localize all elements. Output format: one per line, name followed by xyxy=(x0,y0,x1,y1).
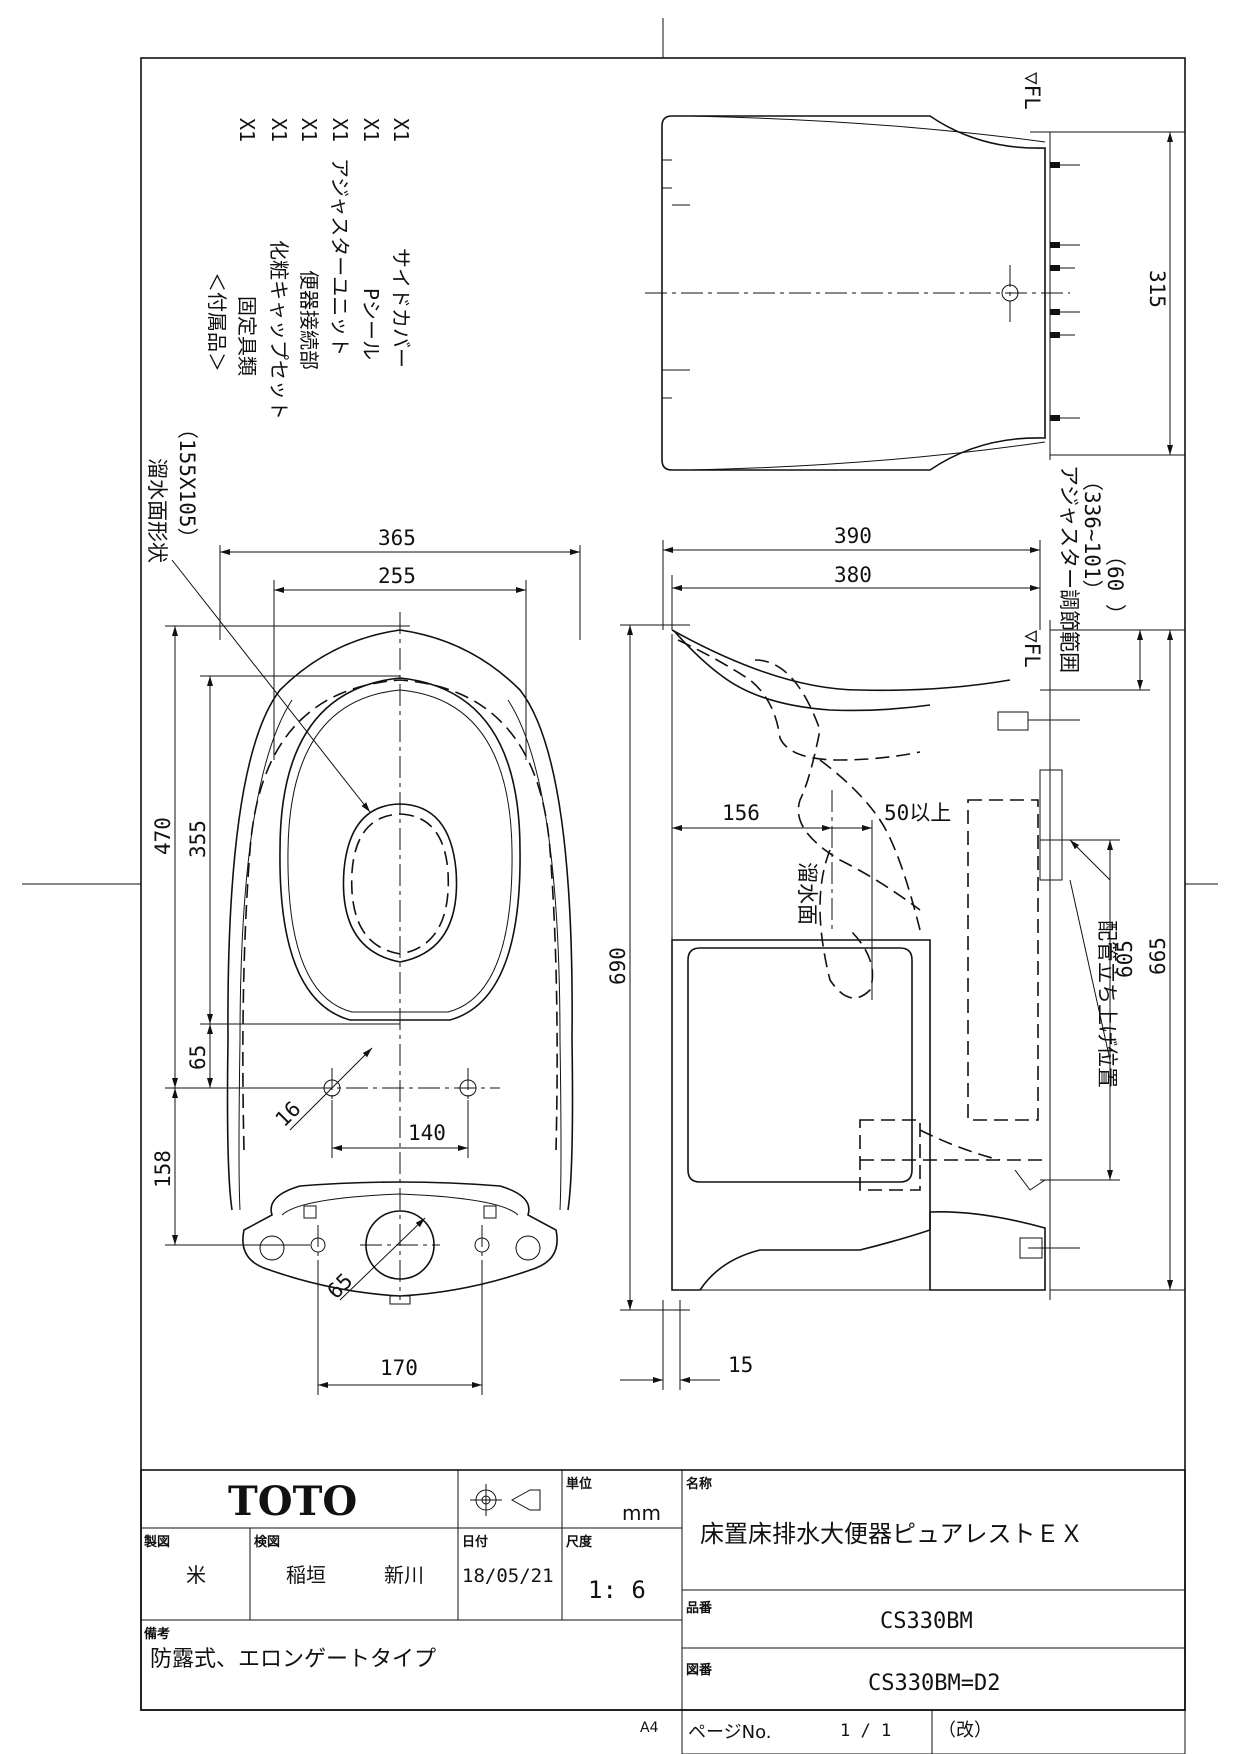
dim-170: 170 xyxy=(380,1356,418,1380)
side-view: 溜水面 配管立ち上げ位置 アジャスター調節範囲 （336~101） （60 ） … xyxy=(606,465,1185,1390)
drawn-value: 米 xyxy=(186,1563,206,1587)
accessories-list: ＜付属品＞ 固定具類 化粧キャップセット 便器接続部 アジャスターユニット Pシ… xyxy=(205,118,413,420)
page-value: 1 / 1 xyxy=(840,1721,891,1741)
dim-158: 158 xyxy=(151,1150,175,1188)
min50-label: 50以上 xyxy=(884,801,951,825)
dim-65-a: 65 xyxy=(186,1045,210,1070)
water-surface-size-label: （155X105） xyxy=(175,418,199,549)
dim-315: 315 xyxy=(1145,270,1169,308)
product-name: 床置床排水大便器ピュアレストＥＸ xyxy=(700,1520,1084,1548)
accessory-item-3: 便器接続部 xyxy=(297,270,321,370)
title-block: TOTO 単位 mm 名称 床置床排水大便器ピュアレストＥＸ 製図 米 検図 稲… xyxy=(140,1469,1186,1754)
checked-label: 検図 xyxy=(254,1534,280,1550)
dim-690: 690 xyxy=(606,947,630,985)
dim-255: 255 xyxy=(378,564,416,588)
sixty-label: （60 ） xyxy=(1103,545,1127,625)
accessory-item-1: 固定具類 xyxy=(235,296,259,376)
drawing-label: 図番 xyxy=(686,1662,713,1678)
dim-470: 470 xyxy=(151,817,175,855)
unit-label: 単位 xyxy=(566,1476,592,1492)
dim-665: 665 xyxy=(1146,937,1170,975)
accessory-item-6: サイドカバー xyxy=(389,248,413,368)
dim-16: 16 xyxy=(271,1097,306,1132)
dim-140: 140 xyxy=(408,1121,446,1145)
fl-label-side: ▽FL xyxy=(1020,630,1044,668)
accessory-qty-2: X1 xyxy=(267,118,291,142)
date-label: 日付 xyxy=(462,1534,488,1550)
unit-value: mm xyxy=(622,1501,661,1525)
adjuster-values-label: （336~101） xyxy=(1080,470,1104,601)
drawn-label: 製図 xyxy=(143,1534,170,1550)
dim-65-b: 65 xyxy=(323,1269,358,1304)
remarks-value: 防露式、エロンゲートタイプ xyxy=(150,1647,436,1672)
accessory-qty-3: X1 xyxy=(297,118,321,142)
part-label: 品番 xyxy=(686,1600,713,1616)
dim-365: 365 xyxy=(378,526,416,550)
accessory-qty-4: X1 xyxy=(328,118,352,142)
checked-value-1: 稲垣 xyxy=(286,1563,326,1587)
plan-view: 溜水面形状 （155X105） 365 255 470 355 65 158 1… xyxy=(145,418,581,1395)
brand-logo: TOTO xyxy=(228,1478,357,1525)
scale-label: 尺度 xyxy=(566,1534,593,1550)
accessory-item-5: Pシール xyxy=(359,288,383,360)
dim-355: 355 xyxy=(186,820,210,858)
date-value: 18/05/21 xyxy=(462,1565,554,1587)
accessory-qty-1: X1 xyxy=(235,118,259,142)
dim-390: 390 xyxy=(834,524,872,548)
remarks-label: 備考 xyxy=(144,1626,170,1642)
dim-605: 605 xyxy=(1113,940,1137,978)
water-surface-label: 溜水面 xyxy=(795,862,819,925)
part-number: CS330BM xyxy=(880,1609,973,1634)
drawing-number: CS330BM=D2 xyxy=(868,1671,1000,1696)
accessory-qty-6: X1 xyxy=(389,118,413,142)
paper-size: A4 xyxy=(640,1720,659,1736)
water-surface-shape-label: 溜水面形状 xyxy=(145,458,169,563)
accessory-item-4: アジャスターユニット xyxy=(328,158,352,356)
revision-label: （改） xyxy=(938,1720,992,1741)
dim-15: 15 xyxy=(728,1353,753,1377)
accessory-item-2: 化粧キャップセット xyxy=(267,240,291,420)
dim-380: 380 xyxy=(834,563,872,587)
accessory-qty-5: X1 xyxy=(359,118,383,142)
scale-value: 1: 6 xyxy=(588,1576,646,1604)
checked-value-2: 新川 xyxy=(384,1563,424,1587)
rear-view: ▽FL 315 xyxy=(645,72,1185,471)
page-label: ページNo. xyxy=(688,1722,772,1743)
dim-156: 156 xyxy=(722,801,760,825)
fl-label-top: ▽FL xyxy=(1020,72,1044,110)
accessories-heading: ＜付属品＞ xyxy=(205,272,229,372)
adjuster-range-label: アジャスター調節範囲 xyxy=(1057,465,1081,673)
name-label: 名称 xyxy=(686,1476,712,1492)
